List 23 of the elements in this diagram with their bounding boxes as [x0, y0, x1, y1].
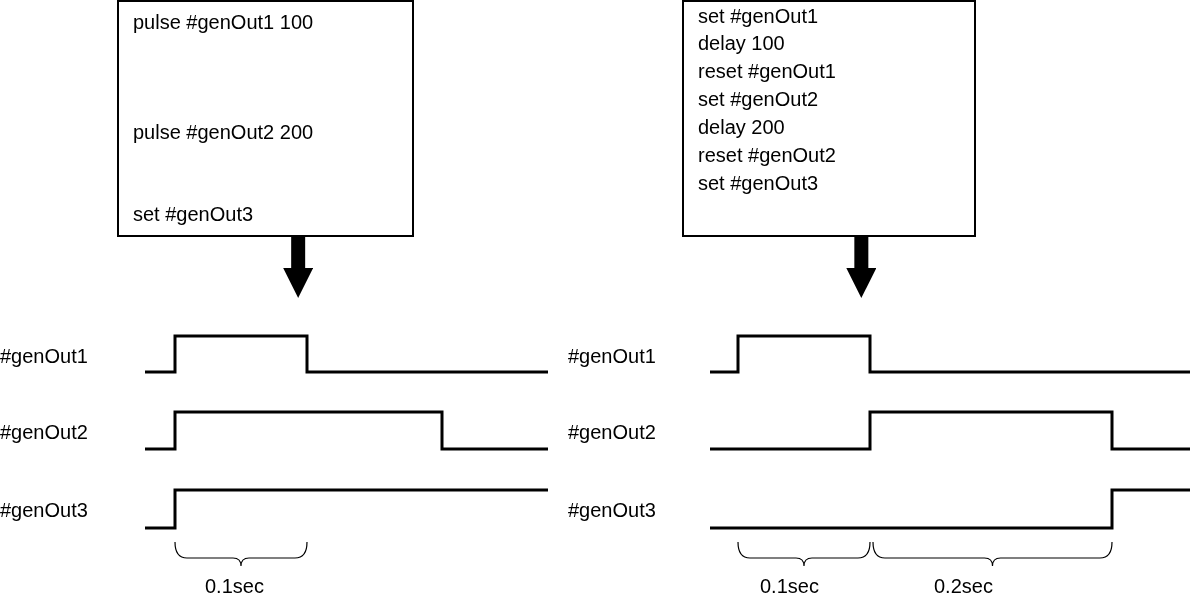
code-line: delay 200	[698, 115, 785, 139]
signal-name: #genOut3	[0, 498, 88, 522]
code-box	[682, 0, 976, 237]
arrow	[283, 237, 314, 298]
code-line: pulse #genOut1 100	[133, 10, 314, 34]
code-line: reset #genOut1	[698, 59, 836, 83]
code-line: reset #genOut2	[698, 143, 836, 167]
signal-name: #genOut1	[0, 344, 88, 368]
signal-name: #genOut2	[0, 420, 88, 444]
signal-name: #genOut2	[568, 420, 656, 444]
duration-label: 0.1sec	[760, 574, 819, 598]
code-line: set #genOut1	[698, 4, 819, 28]
duration-label: 0.1sec	[205, 574, 264, 598]
duration-label: 0.2sec	[934, 574, 993, 598]
signal-name: #genOut3	[568, 498, 656, 522]
code-line: set #genOut3	[698, 171, 819, 195]
code-line: delay 100	[698, 31, 785, 55]
code-box	[117, 0, 414, 237]
arrow	[846, 237, 877, 298]
code-line: pulse #genOut2 200	[133, 120, 314, 144]
code-line: set #genOut3	[133, 202, 254, 226]
code-line: set #genOut2	[698, 87, 819, 111]
signal-name: #genOut1	[568, 344, 656, 368]
